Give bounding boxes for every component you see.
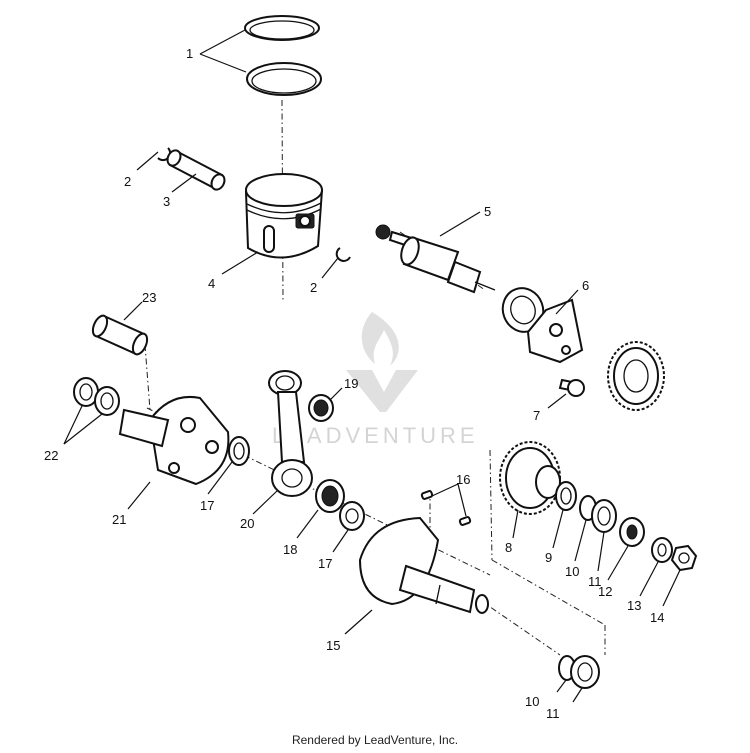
callout-9: 9 [545,550,552,565]
castle-nut [619,517,645,547]
callout-23: 23 [142,290,156,305]
callout-15: 15 [326,638,340,653]
callout-labels: 1 2 2 3 4 5 6 7 8 9 10 10 11 11 12 13 14… [44,46,664,721]
callout-5: 5 [484,204,491,219]
bearing-and-bracket [501,287,584,364]
needle-bearing-small-end [308,394,334,422]
callout-16: 16 [456,472,470,487]
callout-11: 11 [546,706,560,721]
callout-20: 20 [240,516,254,531]
callout-1: 1 [186,46,193,61]
leader-lines [63,29,681,703]
callout-7: 7 [533,408,540,423]
callout-3: 3 [163,194,170,209]
callout-18: 18 [283,542,297,557]
driven-gear [607,341,665,411]
thrust-washer-right [339,501,365,531]
woodruff-key-lower [458,516,472,526]
footer-credit: Rendered by LeadVenture, Inc. [291,733,459,747]
callout-17: 17 [200,498,214,513]
callout-2: 2 [124,174,131,189]
callout-17: 17 [318,556,332,571]
piston-pin-circlip-right [335,247,351,262]
callout-8: 8 [505,540,512,555]
bolt [558,378,585,397]
piston [244,173,324,259]
crankshaft-right-half [358,516,489,614]
callout-10: 10 [565,564,579,579]
ball-bearing-upper [591,499,617,533]
piston-pin [166,149,226,191]
drive-gear [499,441,561,515]
watermark-text: LEADVENTURE [272,423,479,448]
piston-rings [244,15,322,96]
thrust-washer-left [228,436,250,466]
callout-21: 21 [112,512,126,527]
needle-bearing-big-end [315,479,345,513]
callout-14: 14 [650,610,664,625]
callout-2: 2 [310,280,317,295]
callout-12: 12 [598,584,612,599]
motor-assembly [375,224,496,294]
leadventure-watermark: LEADVENTURE [272,312,479,448]
callout-10: 10 [525,694,539,709]
crankshaft-left-half [118,396,230,486]
thrust-washer [555,481,577,511]
callout-11: 11 [588,574,602,589]
callout-6: 6 [582,278,589,293]
connecting-rod [268,370,313,497]
ball-bearing-lower [570,655,600,689]
oil-seal-inner [94,386,120,416]
callout-22: 22 [44,448,58,463]
hex-nut [670,544,698,572]
woodruff-key-upper [420,490,434,500]
callout-4: 4 [208,276,215,291]
crank-pin [91,314,149,356]
flat-washer [651,537,673,563]
callout-19: 19 [344,376,358,391]
callout-13: 13 [627,598,641,613]
